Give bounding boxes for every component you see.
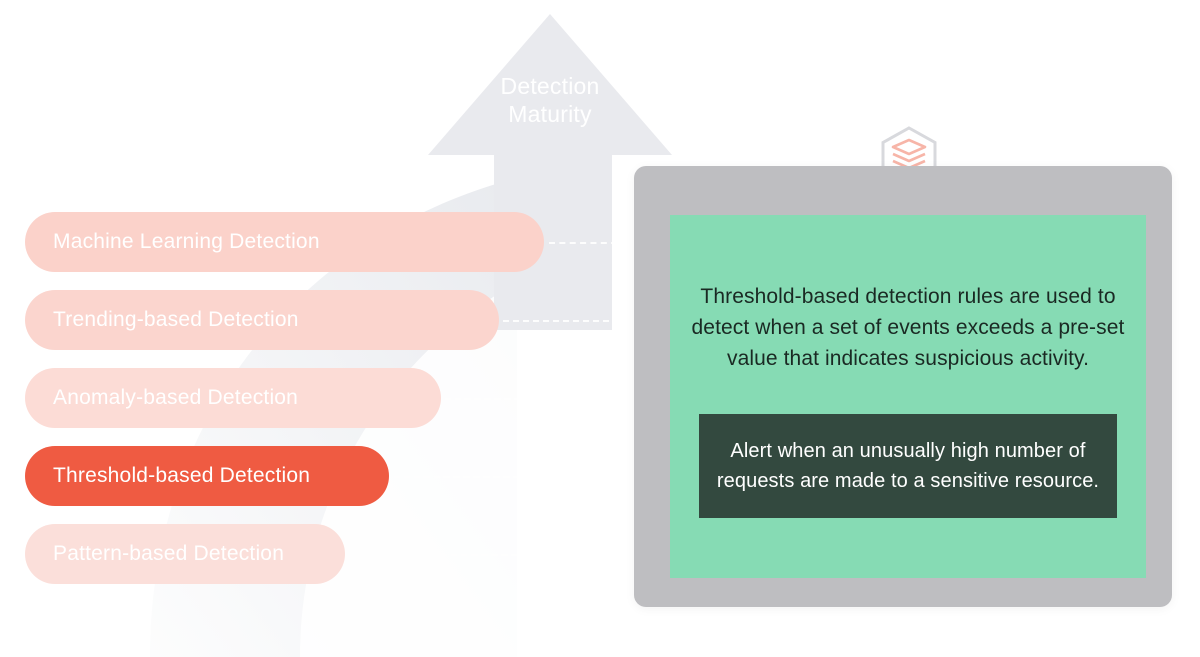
maturity-level-label: Trending-based Detection bbox=[53, 308, 299, 331]
maturity-arrow-caption: Detection Maturity bbox=[500, 73, 600, 127]
maturity-level-label: Pattern-based Detection bbox=[53, 542, 285, 565]
connector-dash bbox=[394, 476, 669, 478]
maturity-level-pill[interactable]: Machine Learning Detection bbox=[25, 212, 544, 272]
connector-line-4 bbox=[394, 472, 670, 482]
connector-line-5 bbox=[350, 550, 670, 560]
detail-card: Threshold-based detection rules are used… bbox=[670, 215, 1146, 578]
connector-dash bbox=[350, 554, 669, 556]
maturity-level-pill[interactable]: Pattern-based Detection bbox=[25, 524, 345, 584]
detail-description: Threshold-based detection rules are used… bbox=[691, 285, 1125, 370]
maturity-level-label: Anomaly-based Detection bbox=[53, 386, 299, 409]
maturity-level-label: Threshold-based Detection bbox=[53, 464, 311, 487]
maturity-level-label: Machine Learning Detection bbox=[53, 230, 320, 253]
maturity-level-pill-selected[interactable]: Threshold-based Detection bbox=[25, 446, 389, 506]
detail-example-callout: Alert when an unusually high number of r… bbox=[699, 414, 1117, 518]
maturity-level-pill[interactable]: Trending-based Detection bbox=[25, 290, 499, 350]
maturity-level-pill[interactable]: Anomaly-based Detection bbox=[25, 368, 441, 428]
